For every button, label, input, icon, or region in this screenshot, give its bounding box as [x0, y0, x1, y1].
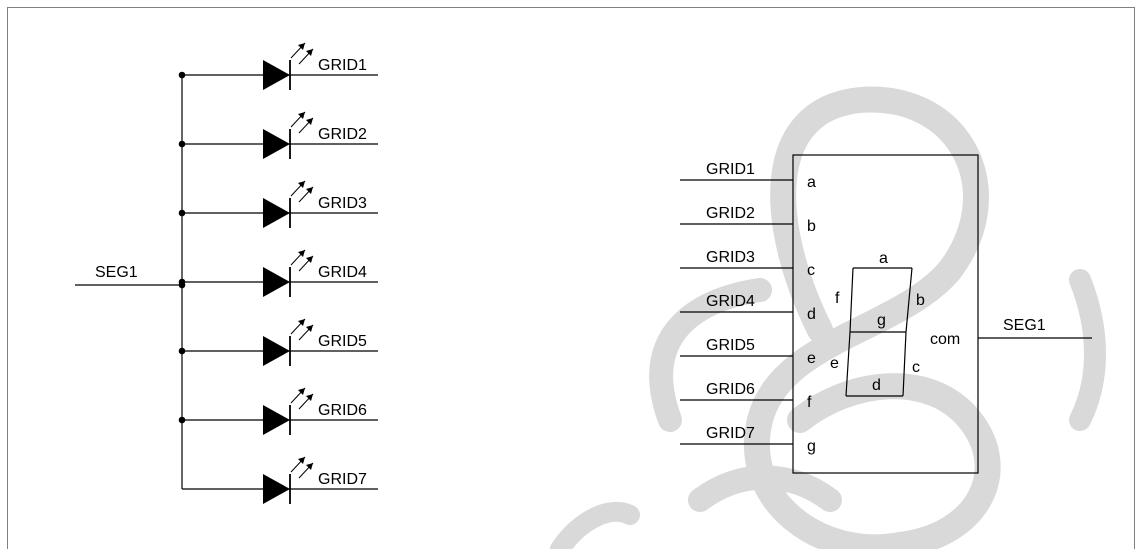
input-grid-label: GRID5 — [706, 337, 755, 354]
led-diode-icon — [263, 198, 290, 228]
pin-label: e — [807, 350, 816, 367]
ic-input-pin: GRID6 f — [680, 381, 812, 411]
pin-label: g — [807, 438, 816, 455]
input-grid-label: GRID2 — [706, 205, 755, 222]
grid-label: GRID3 — [318, 195, 367, 212]
segment-label-d: d — [872, 377, 881, 394]
led-row: GRID7 — [182, 456, 378, 504]
junction-dot — [178, 140, 186, 148]
ic-input-pin: GRID5 e — [680, 337, 816, 367]
input-grid-label: GRID7 — [706, 425, 755, 442]
segment-label-c: c — [912, 359, 920, 376]
light-emission-icon — [290, 387, 314, 410]
light-emission-icon — [290, 249, 314, 272]
led-diode-icon — [263, 267, 290, 297]
ic-box — [792, 154, 979, 474]
led-row: GRID5 — [178, 318, 378, 366]
light-emission-icon — [290, 42, 314, 65]
junction-dot — [178, 347, 186, 355]
com-pin-label: com — [930, 331, 960, 348]
junction-dot — [178, 209, 186, 217]
light-emission-icon — [290, 318, 314, 341]
segment-label-f: f — [835, 290, 840, 307]
pin-label: f — [807, 394, 812, 411]
frame-border — [7, 7, 1135, 549]
grid-label: GRID7 — [318, 471, 367, 488]
digit-symbol — [845, 267, 913, 397]
segment-b — [905, 267, 913, 333]
pin-label: c — [807, 262, 815, 279]
ic-inputs: GRID1aGRID2bGRID3cGRID4dGRID5eGRID6fGRID… — [680, 161, 816, 455]
input-grid-label: GRID3 — [706, 249, 755, 266]
junction-dot — [178, 416, 186, 424]
pin-label: d — [807, 306, 816, 323]
segment-label-e: e — [830, 355, 839, 372]
ic-input-pin: GRID4 d — [680, 293, 816, 323]
ic-input-pin: GRID1 a — [680, 161, 816, 191]
segment-label-b: b — [916, 292, 925, 309]
seg1-output-label: SEG1 — [1003, 317, 1046, 334]
led-row: GRID2 — [178, 111, 378, 159]
led-diode-icon — [263, 336, 290, 366]
pin-label: b — [807, 218, 816, 235]
segment-c — [902, 331, 907, 397]
led-row: GRID3 — [178, 180, 378, 228]
watermark-logo — [550, 86, 1106, 549]
pin-label: a — [807, 174, 816, 191]
input-grid-label: GRID1 — [706, 161, 755, 178]
ic-input-pin: GRID3 c — [680, 249, 815, 279]
light-emission-icon — [290, 180, 314, 203]
junction-dot — [178, 281, 186, 289]
ic-input-pin: GRID7 g — [680, 425, 816, 455]
segment-e — [845, 331, 851, 397]
segment-f — [849, 267, 854, 333]
segment-label-g: g — [877, 312, 886, 329]
led-diode-icon — [263, 474, 290, 504]
seg1-label: SEG1 — [95, 264, 138, 281]
led-diode-icon — [263, 405, 290, 435]
grid-label: GRID1 — [318, 57, 367, 74]
grid-label: GRID2 — [318, 126, 367, 143]
grid-label: GRID4 — [318, 264, 367, 281]
ic-input-pin: GRID2 b — [680, 205, 816, 235]
led-diode-icon — [263, 129, 290, 159]
junction-dot — [178, 71, 186, 79]
input-grid-label: GRID4 — [706, 293, 755, 310]
grid-label: GRID5 — [318, 333, 367, 350]
input-grid-label: GRID6 — [706, 381, 755, 398]
light-emission-icon — [290, 111, 314, 134]
led-row: GRID4 — [178, 249, 378, 297]
led-diode-icon — [263, 60, 290, 90]
segment-label-a: a — [879, 250, 888, 267]
grid-label: GRID6 — [318, 402, 367, 419]
light-emission-icon — [290, 456, 314, 479]
led-row: GRID6 — [178, 387, 378, 435]
seven-segment-block: GRID1aGRID2bGRID3cGRID4dGRID5eGRID6fGRID… — [680, 154, 1092, 474]
led-row: GRID1 — [178, 42, 378, 90]
